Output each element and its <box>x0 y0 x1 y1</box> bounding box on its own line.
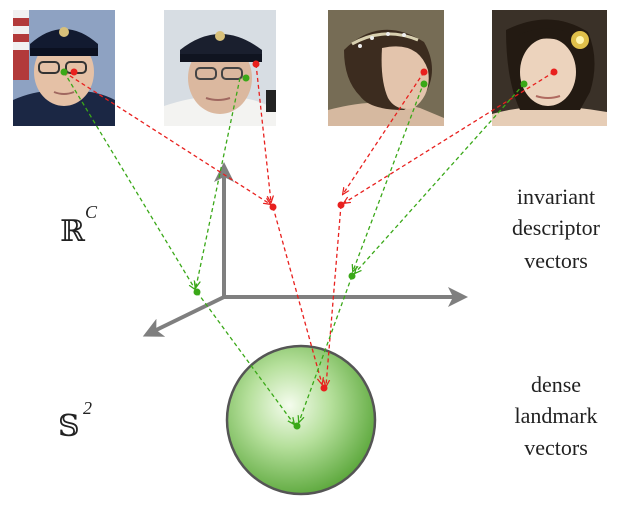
red-arrow-3-desc <box>343 71 425 194</box>
svg-text:ℝ: ℝ <box>60 214 86 249</box>
landmark-dots <box>60 60 558 430</box>
svg-text:2: 2 <box>83 398 92 418</box>
red-dot-face-4 <box>550 68 558 76</box>
green-arrow-2-sphere <box>299 275 353 422</box>
svg-text:𝕊: 𝕊 <box>58 409 80 444</box>
red-arrow-1-desc <box>63 71 270 204</box>
green-dot-desc-2 <box>348 272 356 280</box>
red-arrow-2-sphere <box>326 204 342 386</box>
red-dot-desc-2 <box>337 201 345 209</box>
green-dot-face-3 <box>420 80 428 88</box>
dense-landmark-label: dense landmark vectors <box>514 372 597 460</box>
s2-label: 𝕊 2 <box>58 398 92 444</box>
green-arrow-1-desc <box>63 71 195 289</box>
svg-text:vectors: vectors <box>524 435 588 460</box>
red-arrow-1-sphere <box>272 206 322 384</box>
portrait-1 <box>13 10 115 126</box>
landmark-sphere <box>225 344 377 496</box>
green-arrow-3-desc <box>353 81 425 271</box>
green-arrow-2-desc <box>196 77 241 287</box>
red-arrow-4-desc <box>344 71 555 203</box>
svg-text:landmark: landmark <box>514 403 597 428</box>
green-dot-face-1 <box>60 68 68 76</box>
red-arrow-2-desc <box>255 63 271 202</box>
red-dot-sphere <box>320 384 328 392</box>
green-dot-face-4 <box>520 80 528 88</box>
portrait-2 <box>164 10 276 126</box>
mapping-arrows <box>63 63 555 424</box>
svg-text:vectors: vectors <box>524 248 588 273</box>
rc-label: ℝ C <box>60 202 98 249</box>
green-dot-sphere <box>293 422 301 430</box>
portrait-3 <box>328 10 444 126</box>
portrait-4 <box>492 10 607 126</box>
svg-text:C: C <box>85 202 98 222</box>
red-dot-desc-1 <box>269 203 277 211</box>
invariant-descriptor-label: invariant descriptor vectors <box>512 184 601 273</box>
green-dot-face-2 <box>242 74 250 82</box>
green-arrow-1-sphere <box>196 291 294 424</box>
green-arrow-4-desc <box>355 83 525 273</box>
red-dot-face-1 <box>70 68 78 76</box>
descriptor-axes <box>142 162 468 337</box>
axis-y <box>142 295 225 337</box>
red-dot-face-2 <box>252 60 260 68</box>
green-dot-desc-1 <box>193 288 201 296</box>
svg-text:dense: dense <box>531 372 581 397</box>
svg-text:invariant: invariant <box>517 184 595 209</box>
svg-text:descriptor: descriptor <box>512 215 601 240</box>
red-dot-face-3 <box>420 68 428 76</box>
